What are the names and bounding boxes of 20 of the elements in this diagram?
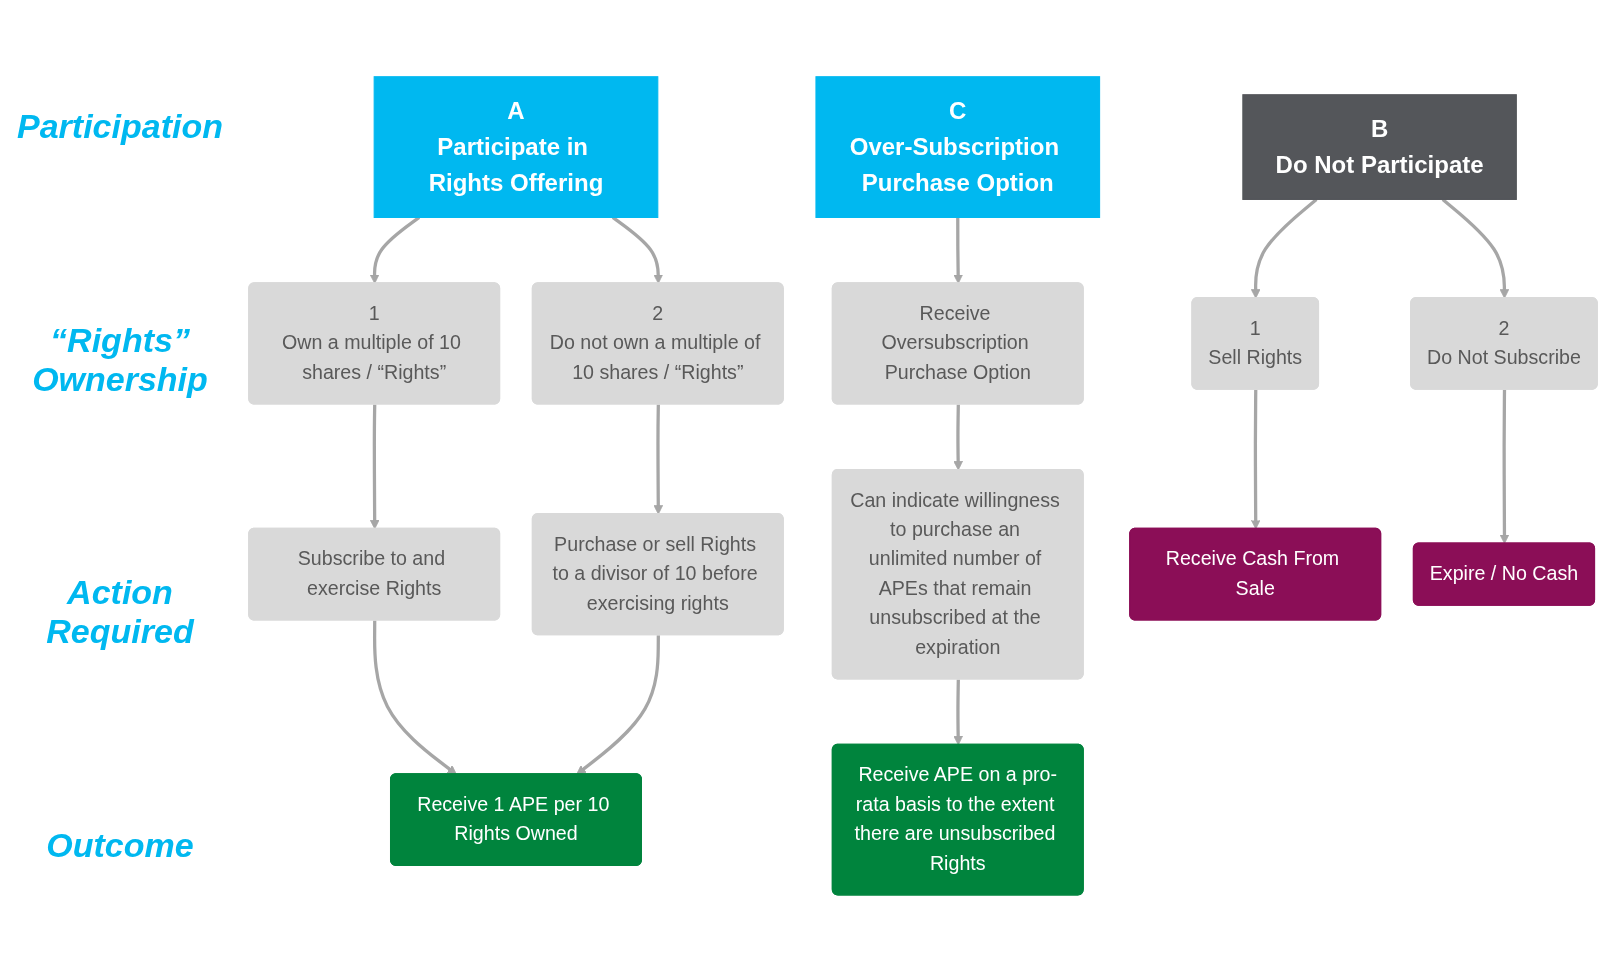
arrow bbox=[1250, 390, 1261, 530]
row-heading: Participation bbox=[16, 107, 224, 147]
arrow bbox=[373, 620, 457, 775]
arrow bbox=[953, 404, 963, 471]
row-heading: Action Required bbox=[45, 573, 196, 652]
arrow bbox=[953, 679, 963, 746]
row-heading: “Rights” Ownership bbox=[31, 320, 209, 399]
arrow bbox=[611, 216, 663, 285]
arrow bbox=[1499, 389, 1510, 545]
row-heading: Outcome bbox=[45, 825, 195, 865]
arrow bbox=[953, 217, 963, 285]
arrow bbox=[653, 404, 664, 515]
arrow bbox=[576, 635, 660, 775]
arrow bbox=[369, 404, 380, 530]
arrow bbox=[1441, 198, 1510, 299]
arrow bbox=[1250, 198, 1318, 299]
node-box: C Over-Subscription Purchase Option bbox=[815, 76, 1101, 219]
node-box: A Participate in Rights Offering bbox=[373, 76, 659, 219]
arrow bbox=[369, 216, 421, 285]
node-box: B Do Not Participate bbox=[1242, 94, 1517, 201]
